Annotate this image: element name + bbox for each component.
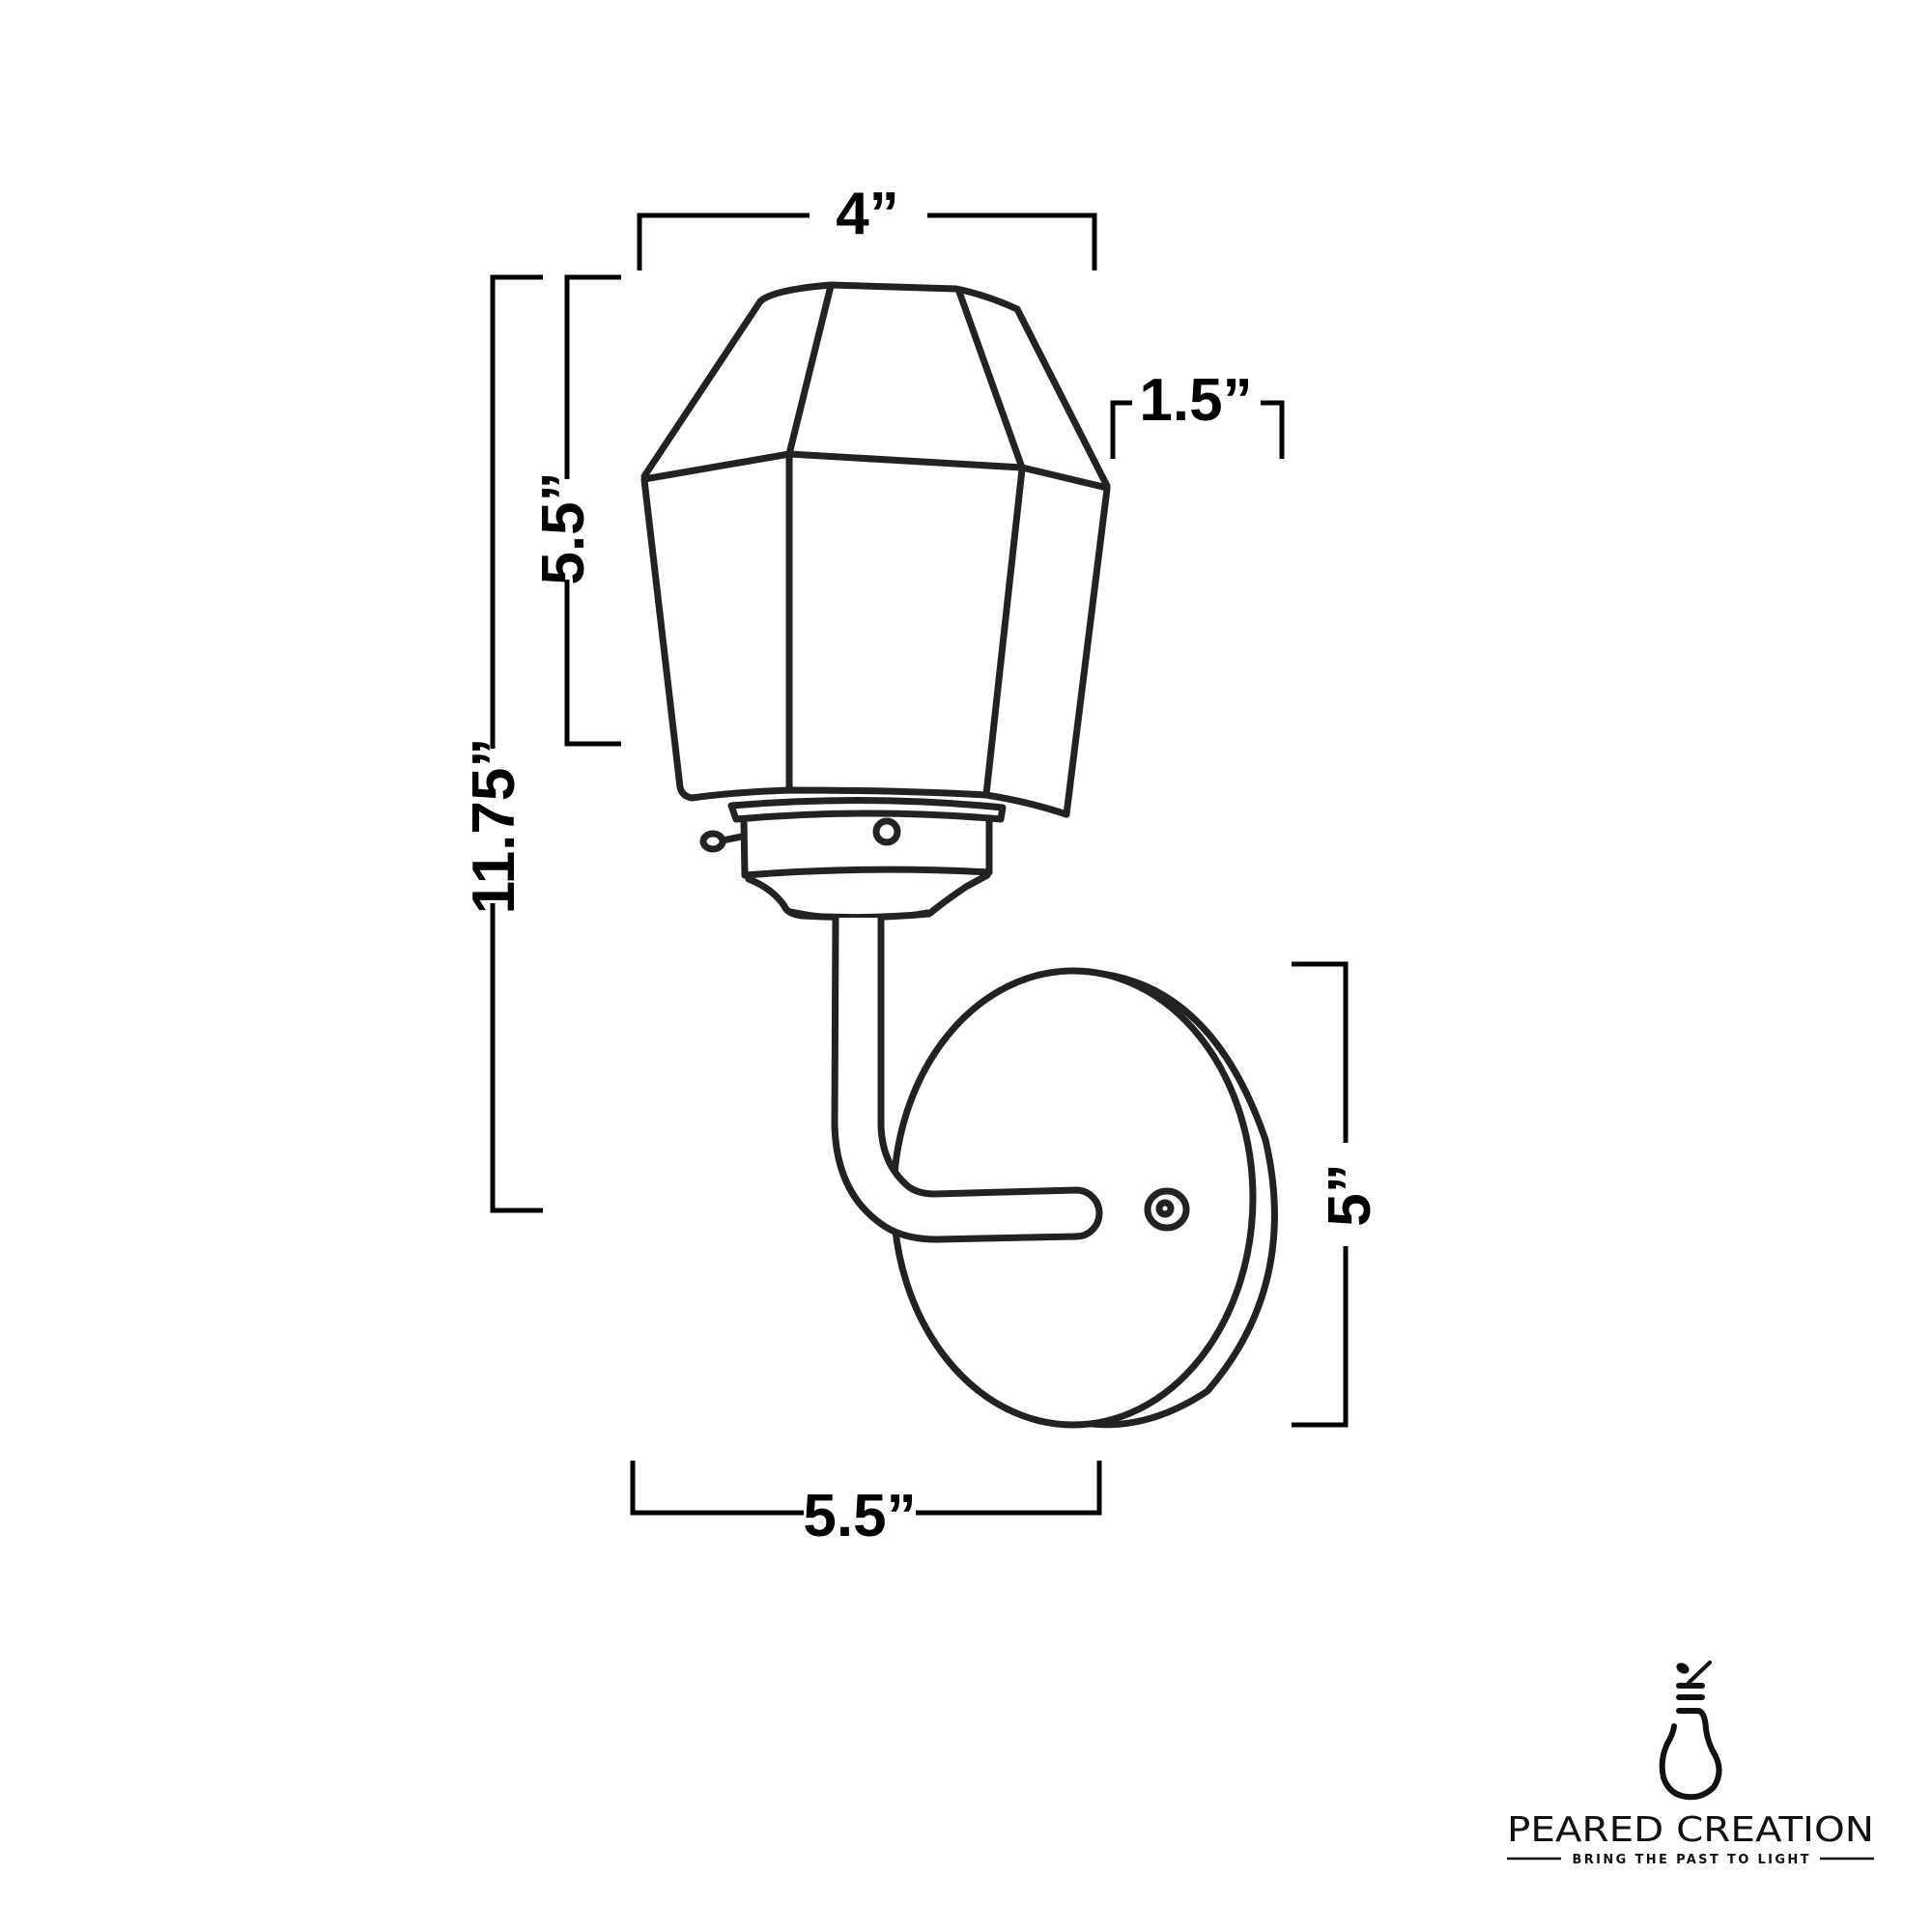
dim-shade-width-label: 4” [836, 181, 898, 247]
dimension-lines [490, 213, 1349, 1516]
dim-total-height-line [490, 274, 543, 749]
thumbscrew [699, 830, 746, 853]
dim-extension-label: 5.5” [803, 1483, 916, 1549]
curved-arm [831, 914, 1103, 1243]
dim-extension-line [630, 1461, 804, 1516]
dim-backplate-label: 5” [1317, 1163, 1383, 1226]
fitter-screw-icon [872, 817, 901, 846]
dim-shade-width-line [637, 213, 810, 270]
dim-fitter-label: 1.5” [1139, 367, 1252, 434]
dim-total-height-label: 11.75” [461, 738, 527, 915]
dim-backplate-line [1292, 961, 1349, 1143]
sconce-drawing [640, 281, 1278, 1429]
mounting-screw-icon [1144, 1187, 1190, 1232]
brand-name: PEARED CREATION [1507, 1810, 1874, 1850]
brand-tagline: BRING THE PAST TO LIGHT [1573, 1853, 1809, 1867]
brand-logo: PEARED CREATION BRING THE PAST TO LIGHT [1507, 1661, 1874, 1867]
dim-shade-height-line [564, 274, 621, 479]
dim-shade-height-label: 5.5” [530, 471, 597, 584]
pear-lightbulb-icon [1659, 1661, 1722, 1801]
dim-fitter-line [1110, 400, 1132, 459]
dimension-labels: 4” 1.5” 5.5” 11.75” 5” 5.5” [461, 181, 1383, 1549]
faceted-glass-shade [640, 281, 1111, 818]
fitter-cup [727, 796, 1007, 922]
